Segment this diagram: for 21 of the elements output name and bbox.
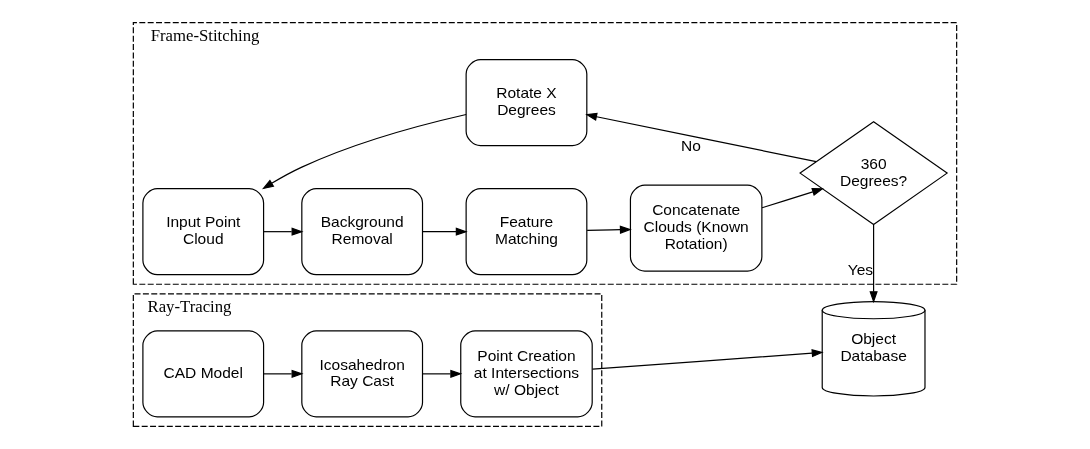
arrow [263, 369, 304, 379]
arrow [586, 225, 632, 234]
node-diamond: 360 Degrees? [799, 121, 949, 226]
arrow [591, 349, 824, 370]
node-box: Icosahedron Ray Cast [301, 330, 424, 418]
arrow [262, 113, 467, 190]
arrow [869, 224, 878, 304]
node-box: Concatenate Clouds (Known Rotation) [629, 184, 763, 272]
node-box: Background Removal [301, 188, 424, 276]
edge-label: Yes [847, 261, 874, 279]
arrow [585, 112, 817, 163]
arrow [422, 227, 468, 236]
node-box: CAD Model [142, 330, 265, 418]
node-box: Point Creation at Intersections w/ Object [460, 330, 593, 418]
arrow [263, 227, 304, 236]
arrow [761, 187, 824, 209]
node-box: Input Point Cloud [142, 188, 265, 276]
node-box: Rotate X Degrees [465, 59, 588, 147]
arrow [422, 369, 463, 379]
node-box: Feature Matching [465, 188, 588, 276]
edge-label: No [680, 136, 701, 154]
